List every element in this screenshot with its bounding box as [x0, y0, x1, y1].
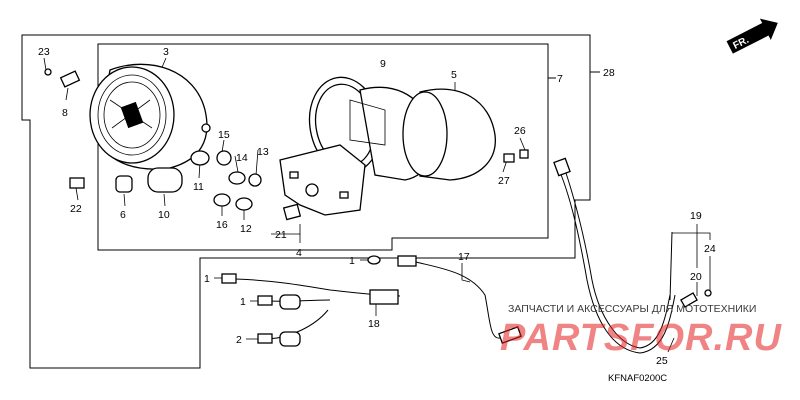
label-1c: 1	[240, 296, 246, 308]
small-parts	[69, 149, 529, 221]
label-13: 13	[257, 146, 269, 158]
callout-labels: 23 8 3 9 5 7 28 26 27 15 14 13 11 22 6 1…	[38, 46, 716, 367]
label-28: 28	[603, 67, 615, 79]
label-21: 21	[275, 229, 287, 241]
label-1a: 1	[349, 255, 355, 267]
label-22: 22	[70, 203, 82, 215]
label-26: 26	[514, 125, 526, 137]
label-1b: 1	[204, 273, 210, 285]
label-2: 2	[236, 334, 242, 346]
label-19: 19	[690, 210, 702, 222]
speedometer-cable-28	[553, 157, 712, 354]
label-8: 8	[62, 107, 68, 119]
wire-harness-18	[221, 273, 401, 347]
meter-bracket-13	[279, 144, 366, 216]
label-3: 3	[163, 46, 169, 58]
assembly-28-outline	[21, 34, 591, 369]
meter-assembly-3	[44, 63, 211, 170]
label-10: 10	[158, 209, 170, 221]
label-4: 4	[296, 247, 302, 259]
label-16: 16	[216, 219, 228, 231]
wire-17	[367, 255, 522, 344]
label-18: 18	[368, 318, 380, 330]
assembly-7-outline	[97, 43, 549, 251]
label-15: 15	[218, 129, 230, 141]
diagram-code: KFNAF0200C	[608, 373, 667, 384]
label-27: 27	[498, 175, 510, 187]
label-7: 7	[557, 73, 563, 85]
label-5: 5	[451, 69, 457, 81]
label-23: 23	[38, 46, 50, 58]
watermark-caption: ЗАПЧАСТИ И АКСЕССУАРЫ ДЛЯ МОТОТЕХНИКИ	[508, 303, 756, 315]
label-9: 9	[380, 58, 386, 70]
watermark-brand: PARTSFOR.RU	[500, 317, 782, 359]
label-20: 20	[690, 271, 702, 283]
label-11: 11	[193, 181, 204, 193]
label-25: 25	[656, 355, 668, 367]
label-6: 6	[120, 209, 126, 221]
leader-lines	[43, 57, 711, 353]
label-24: 24	[704, 243, 716, 255]
label-14: 14	[236, 152, 248, 164]
meter-cup-5	[402, 88, 496, 181]
label-12: 12	[240, 223, 252, 235]
label-17: 17	[458, 251, 470, 263]
front-direction-arrow-icon: FR.	[726, 18, 778, 54]
